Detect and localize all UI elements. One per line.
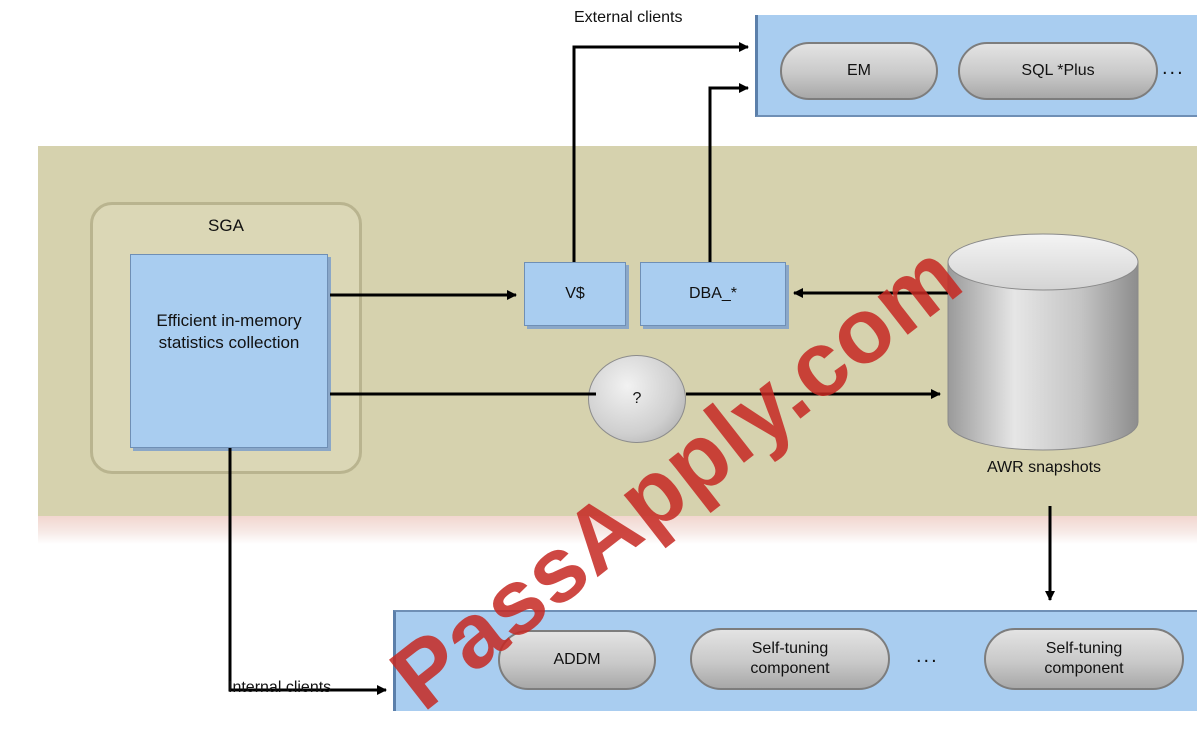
dba-views: DBA_* bbox=[640, 262, 786, 326]
self-tuning-component-1: Self-tuning component bbox=[690, 628, 890, 690]
arrow-v-to-external bbox=[572, 42, 749, 262]
unknown-process-label: ? bbox=[632, 390, 642, 407]
awr-database-icon bbox=[947, 233, 1139, 451]
arrow-dba-to-external bbox=[708, 83, 749, 262]
v-dollar-view: V$ bbox=[524, 262, 626, 326]
statistics-collection-box: Efficient in-memory statistics collectio… bbox=[130, 254, 328, 448]
dba-label: DBA_* bbox=[688, 285, 738, 302]
external-clients-label: External clients bbox=[574, 9, 683, 26]
external-more-dots: ... bbox=[1162, 57, 1185, 79]
sqlplus-client: SQL *Plus bbox=[958, 42, 1158, 100]
arrow-stats-to-internal bbox=[228, 448, 387, 695]
v-dollar-label: V$ bbox=[565, 285, 585, 302]
em-client: EM bbox=[780, 42, 938, 100]
internal-clients-label: Internal clients bbox=[228, 679, 332, 696]
sga-label: SGA bbox=[208, 216, 244, 235]
diagram-arrows bbox=[228, 42, 1055, 695]
diagram-graphics bbox=[228, 42, 1139, 695]
self-tuning-component-2: Self-tuning component bbox=[984, 628, 1184, 690]
statistics-collection-label: Efficient in-memory statistics collectio… bbox=[156, 311, 302, 352]
unknown-process-circle: ? bbox=[588, 355, 686, 443]
awr-snapshots-label: AWR snapshots bbox=[986, 459, 1102, 476]
internal-more-dots: ... bbox=[916, 645, 939, 667]
addm-client: ADDM bbox=[498, 630, 656, 690]
